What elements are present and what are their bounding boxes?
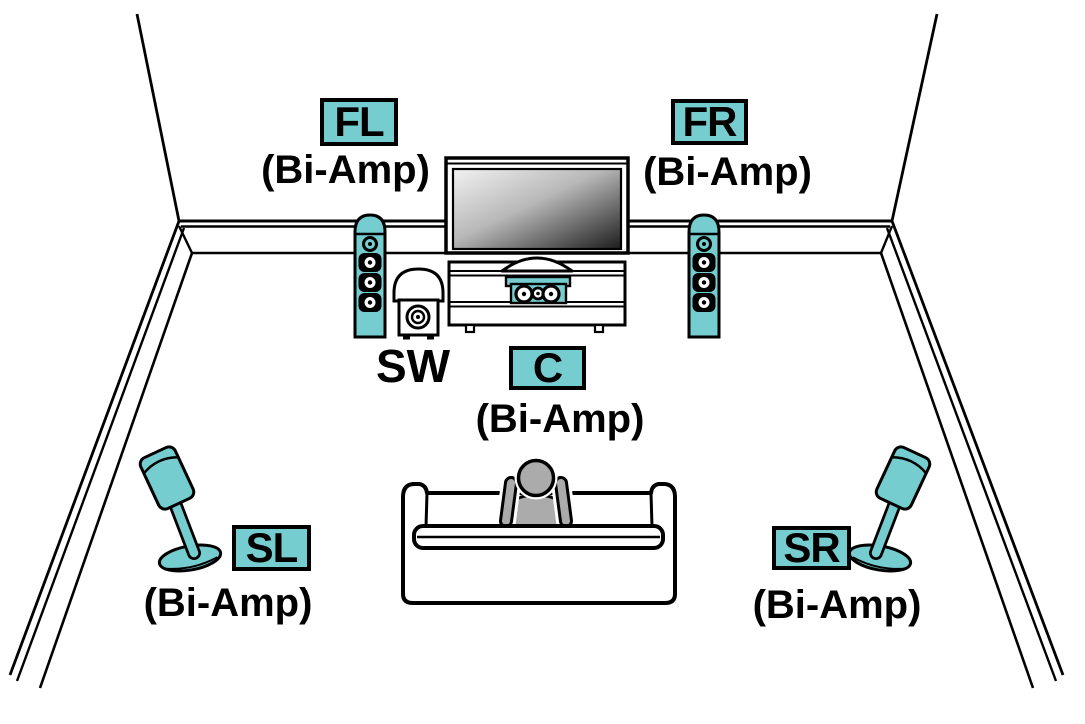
label-front-right: FR [671, 99, 748, 145]
right-baseboard-bevel [879, 225, 894, 254]
tv-icon [444, 156, 630, 273]
subwoofer-foot [427, 335, 434, 340]
listener-right-arm [551, 473, 576, 531]
sofa-cushion [412, 524, 665, 550]
label-front-right-biamp: (Bi-Amp) [643, 150, 812, 194]
left-wall-base-inner [15, 227, 186, 682]
label-front-left-biamp: (Bi-Amp) [261, 148, 430, 192]
front-left-speaker-icon [353, 213, 387, 339]
center-speaker-icon [504, 275, 572, 305]
subwoofer-icon [392, 267, 445, 340]
right-corner-edge [890, 13, 939, 222]
left-baseboard-floor-line [38, 252, 194, 689]
tv-pedestal [500, 256, 574, 273]
right-baseboard-floor-line [879, 252, 1035, 689]
right-wall-base-outer [890, 220, 1065, 676]
left-corner-edge [135, 13, 181, 222]
cabinet-leg [464, 323, 476, 334]
right-wall-base-inner [885, 227, 1058, 682]
label-center-biamp: (Bi-Amp) [475, 397, 645, 441]
listener-left-arm [496, 473, 521, 531]
surround-right-speaker-icon [847, 445, 932, 576]
label-surround-left: SL [232, 525, 311, 571]
listener-icon [496, 456, 576, 531]
tv-screen [451, 167, 623, 251]
label-subwoofer: SW [375, 340, 451, 392]
label-surround-right: SR [772, 526, 851, 570]
label-front-left: FL [320, 98, 398, 146]
listener-head [514, 456, 558, 500]
label-surround-right-biamp: (Bi-Amp) [752, 583, 922, 627]
surround-left-speaker-icon [138, 445, 223, 576]
label-center: C [509, 346, 586, 390]
left-wall-base-outer [8, 220, 181, 676]
front-right-speaker-icon [687, 213, 721, 339]
cabinet-leg [593, 323, 605, 334]
subwoofer-foot [403, 335, 410, 340]
left-baseboard-bevel [177, 225, 194, 254]
label-surround-left-biamp: (Bi-Amp) [143, 581, 313, 625]
